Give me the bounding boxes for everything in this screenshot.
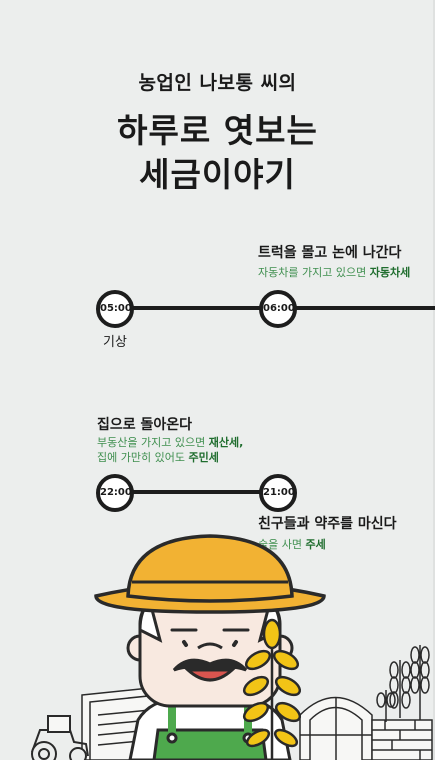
event-title-truck: 트럭을 몰고 논에 나간다 <box>258 245 402 261</box>
page-title-line-1: 하루로 엿보는 <box>117 111 318 150</box>
tax-name-property: 재산세, <box>208 436 244 449</box>
event-desc-text: 자동차를 가지고 있으면 <box>258 266 367 279</box>
timeline-line-evening <box>110 490 290 494</box>
greenhouse-icon <box>299 696 373 760</box>
tax-name-car: 자동차세 <box>369 266 411 279</box>
desc-text-resident: 집에 가만히 있어도 <box>97 451 185 464</box>
desc-text-property: 부동산을 가지고 있으면 <box>97 436 206 449</box>
desc-line-resident: 집에 가만히 있어도 주민세 <box>97 450 243 465</box>
straw-hat-icon <box>94 534 326 614</box>
event-desc-car-tax: 자동차를 가지고 있으면 자동차세 <box>258 265 410 280</box>
page-subtitle: 농업인 나보통 씨의 <box>138 72 297 94</box>
wheat-outline-icon <box>376 645 430 722</box>
farmer-illustration <box>31 534 433 760</box>
desc-text-liquor: 술을 사면 <box>258 538 302 551</box>
page-title-line-2: 세금이야기 <box>139 155 296 194</box>
tax-name-resident: 주민세 <box>188 451 219 464</box>
brick-building-icon <box>371 719 433 760</box>
page-edge-line <box>433 0 435 760</box>
event-desc-property-tax: 부동산을 가지고 있으면 재산세, 집에 가만히 있어도 주민세 <box>97 435 243 465</box>
label-wake-up: 기상 <box>103 335 127 350</box>
clock-2100: 21:00 <box>259 474 297 512</box>
tractor-icon <box>31 715 89 760</box>
clock-0600: 06:00 <box>259 290 297 328</box>
clock-0500: 05:00 <box>96 290 134 328</box>
tax-name-liquor: 주세 <box>305 538 326 551</box>
wheat-bundle-icon <box>242 618 302 760</box>
event-desc-liquor-tax: 술을 사면 주세 <box>258 537 326 552</box>
desc-line-property: 부동산을 가지고 있으면 재산세, <box>97 435 243 450</box>
event-title-drink: 친구들과 약주를 마신다 <box>258 516 397 532</box>
clock-2200: 22:00 <box>96 474 134 512</box>
event-title-home: 집으로 돌아온다 <box>97 417 193 433</box>
